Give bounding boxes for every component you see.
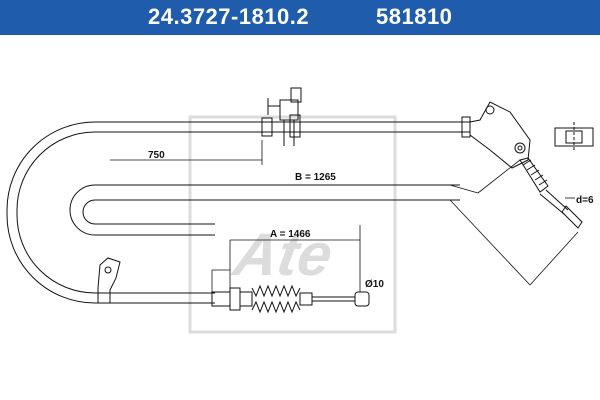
inner-loop-inner <box>82 199 460 225</box>
bottom-nipple <box>354 291 370 307</box>
cable-drawing: Ate <box>6 87 594 334</box>
bottom-cable-end <box>211 284 370 314</box>
header-bar: 24.3727-1810.2 581810 <box>0 0 600 35</box>
reference-number: 581810 <box>376 4 453 29</box>
part-number: 24.3727-1810.2 <box>148 4 310 29</box>
top-mounting-bracket <box>267 87 302 146</box>
cross-section-detail <box>554 122 594 152</box>
dimension-b-length: B = 1265 <box>295 172 336 183</box>
watermark-logo: Ate <box>227 220 338 287</box>
dimension-end-diameter: Ø10 <box>365 279 384 290</box>
dimension-lines <box>110 140 579 292</box>
inner-loop-outer <box>69 184 460 236</box>
right-bellows-boot <box>519 157 549 193</box>
ate-watermark: Ate <box>188 115 397 334</box>
dimension-cable-diameter: d=6 <box>576 195 594 206</box>
cable-nipple <box>561 205 583 229</box>
cable-sheath <box>6 121 460 304</box>
dimension-750: 750 <box>148 150 165 161</box>
sheath-outer-line <box>6 121 262 304</box>
right-flange-fitting <box>469 101 531 169</box>
right-cable-end <box>539 189 583 229</box>
dimension-a-length: A = 1466 <box>270 229 311 240</box>
sheath-inner-line <box>16 131 262 294</box>
left-hook-bracket <box>97 257 121 304</box>
